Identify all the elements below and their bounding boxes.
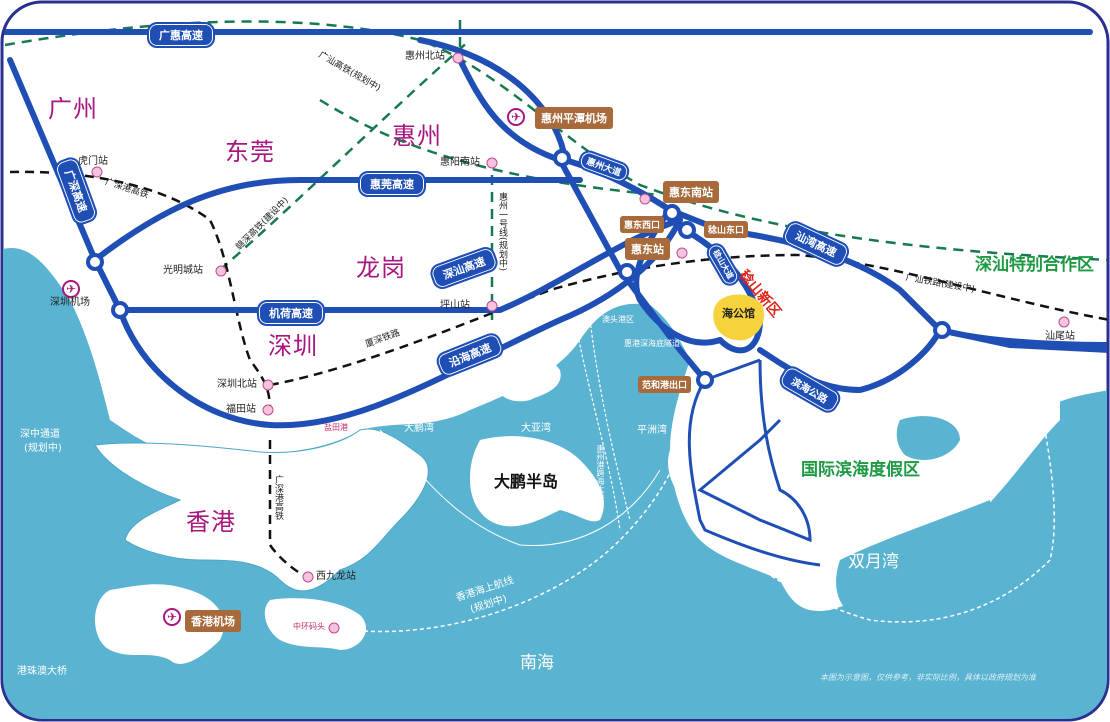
label-airport-baoan: 深圳机场 — [50, 297, 90, 308]
highway-huiguan: 惠莞高速 — [358, 171, 426, 197]
label-pingzhou: 平洲湾 — [637, 425, 667, 436]
zone-resort: 国际滨海度假区 — [801, 460, 920, 480]
station-shenzhen-north: 深圳北站 — [217, 379, 257, 390]
highway-jihe: 机荷高速 — [257, 300, 325, 326]
city-shenzhen: 深圳 — [268, 332, 318, 360]
label-haiwan: 东澳湾 — [757, 537, 787, 548]
station-futian: 福田站 — [226, 404, 256, 415]
station-humen: 虎门站 — [78, 156, 108, 167]
label-shenzhen-bay: 深圳湾 — [158, 473, 195, 487]
city-hongkong: 香港 — [186, 508, 236, 536]
footer-disclaimer: 本图为示意图，仅供参考，非实际比例，具体以政府规划为准 — [820, 673, 1036, 682]
station-guangming: 光明城站 — [163, 265, 203, 276]
svg-text:✈: ✈ — [511, 110, 521, 124]
label-central-pier: 中环码头 — [293, 622, 325, 631]
lake — [896, 416, 960, 460]
hk-island — [264, 598, 367, 650]
station-huizhou-north: 惠州北站 — [405, 51, 445, 62]
tag-fanhe-exit: 范和港出口 — [638, 376, 692, 393]
city-guangzhou: 广州 — [48, 95, 98, 123]
station-pingshan: 坪山站 — [440, 300, 470, 311]
highway-guanghui: 广惠高速 — [147, 22, 215, 48]
station-huiyang-south: 惠阳南站 — [440, 157, 480, 168]
tag-airport-hongkong: 香港机场 — [185, 610, 241, 632]
tag-renshan-east-exit: 稔山东口 — [704, 221, 749, 238]
label-daya-bay: 大亚湾 — [521, 423, 551, 434]
label-shuangyue-bay: 双月湾 — [848, 552, 899, 572]
label-aotou: 澳头港区 — [602, 315, 634, 324]
zone-shenshan: 深汕特别合作区 — [975, 255, 1094, 275]
tag-huidong-station: 惠东站 — [625, 238, 670, 260]
label-yantian: 盐田港 — [324, 423, 348, 432]
label-shenzhong-channel-sub: (规划中) — [24, 443, 62, 454]
city-dongguan: 东莞 — [225, 138, 275, 166]
label-cross-sea-bridge: 惠州港跨海大桥 — [596, 445, 605, 501]
dapeng-peninsula — [470, 436, 604, 527]
lantau-island — [95, 584, 224, 664]
label-shenzhong-channel: 深中通道 — [20, 429, 60, 440]
station-shanwei: 汕尾站 — [1045, 331, 1075, 342]
shuangyue-bay — [836, 500, 990, 624]
label-dapeng-peninsula: 大鹏半岛 — [494, 472, 559, 491]
label-dapeng-bay: 大鹏湾 — [404, 423, 434, 434]
svg-text:✈: ✈ — [167, 610, 177, 624]
project-marker — [713, 294, 765, 341]
label-south-sea: 南海 — [520, 653, 554, 673]
rail-huizhou-line: 惠州一号线(规划中) — [497, 192, 507, 272]
svg-text:✈: ✈ — [66, 282, 76, 296]
label-hzm-bridge: 港珠澳大桥 — [17, 666, 67, 677]
station-west-kowloon: 西九龙站 — [316, 571, 356, 582]
label-cross-sea-tunnel: 惠港深海底隧道 — [624, 339, 680, 348]
city-longgang: 龙岗 — [356, 254, 406, 282]
project-name[interactable]: 海公馆 — [722, 307, 755, 320]
tag-airport-pingtan: 惠州平潭机场 — [535, 107, 613, 129]
tag-huidong-west-exit: 惠东西口 — [620, 216, 665, 233]
huidong-coast — [670, 356, 1060, 611]
label-small-island: 小星山 — [527, 363, 557, 374]
city-huizhou: 惠州 — [392, 122, 442, 150]
rail-gz-hk: 广深港高铁 — [273, 475, 283, 520]
hongkong-landmass — [94, 428, 429, 592]
tag-huidong-south-station: 惠东南站 — [663, 181, 719, 203]
small-island — [495, 353, 561, 402]
